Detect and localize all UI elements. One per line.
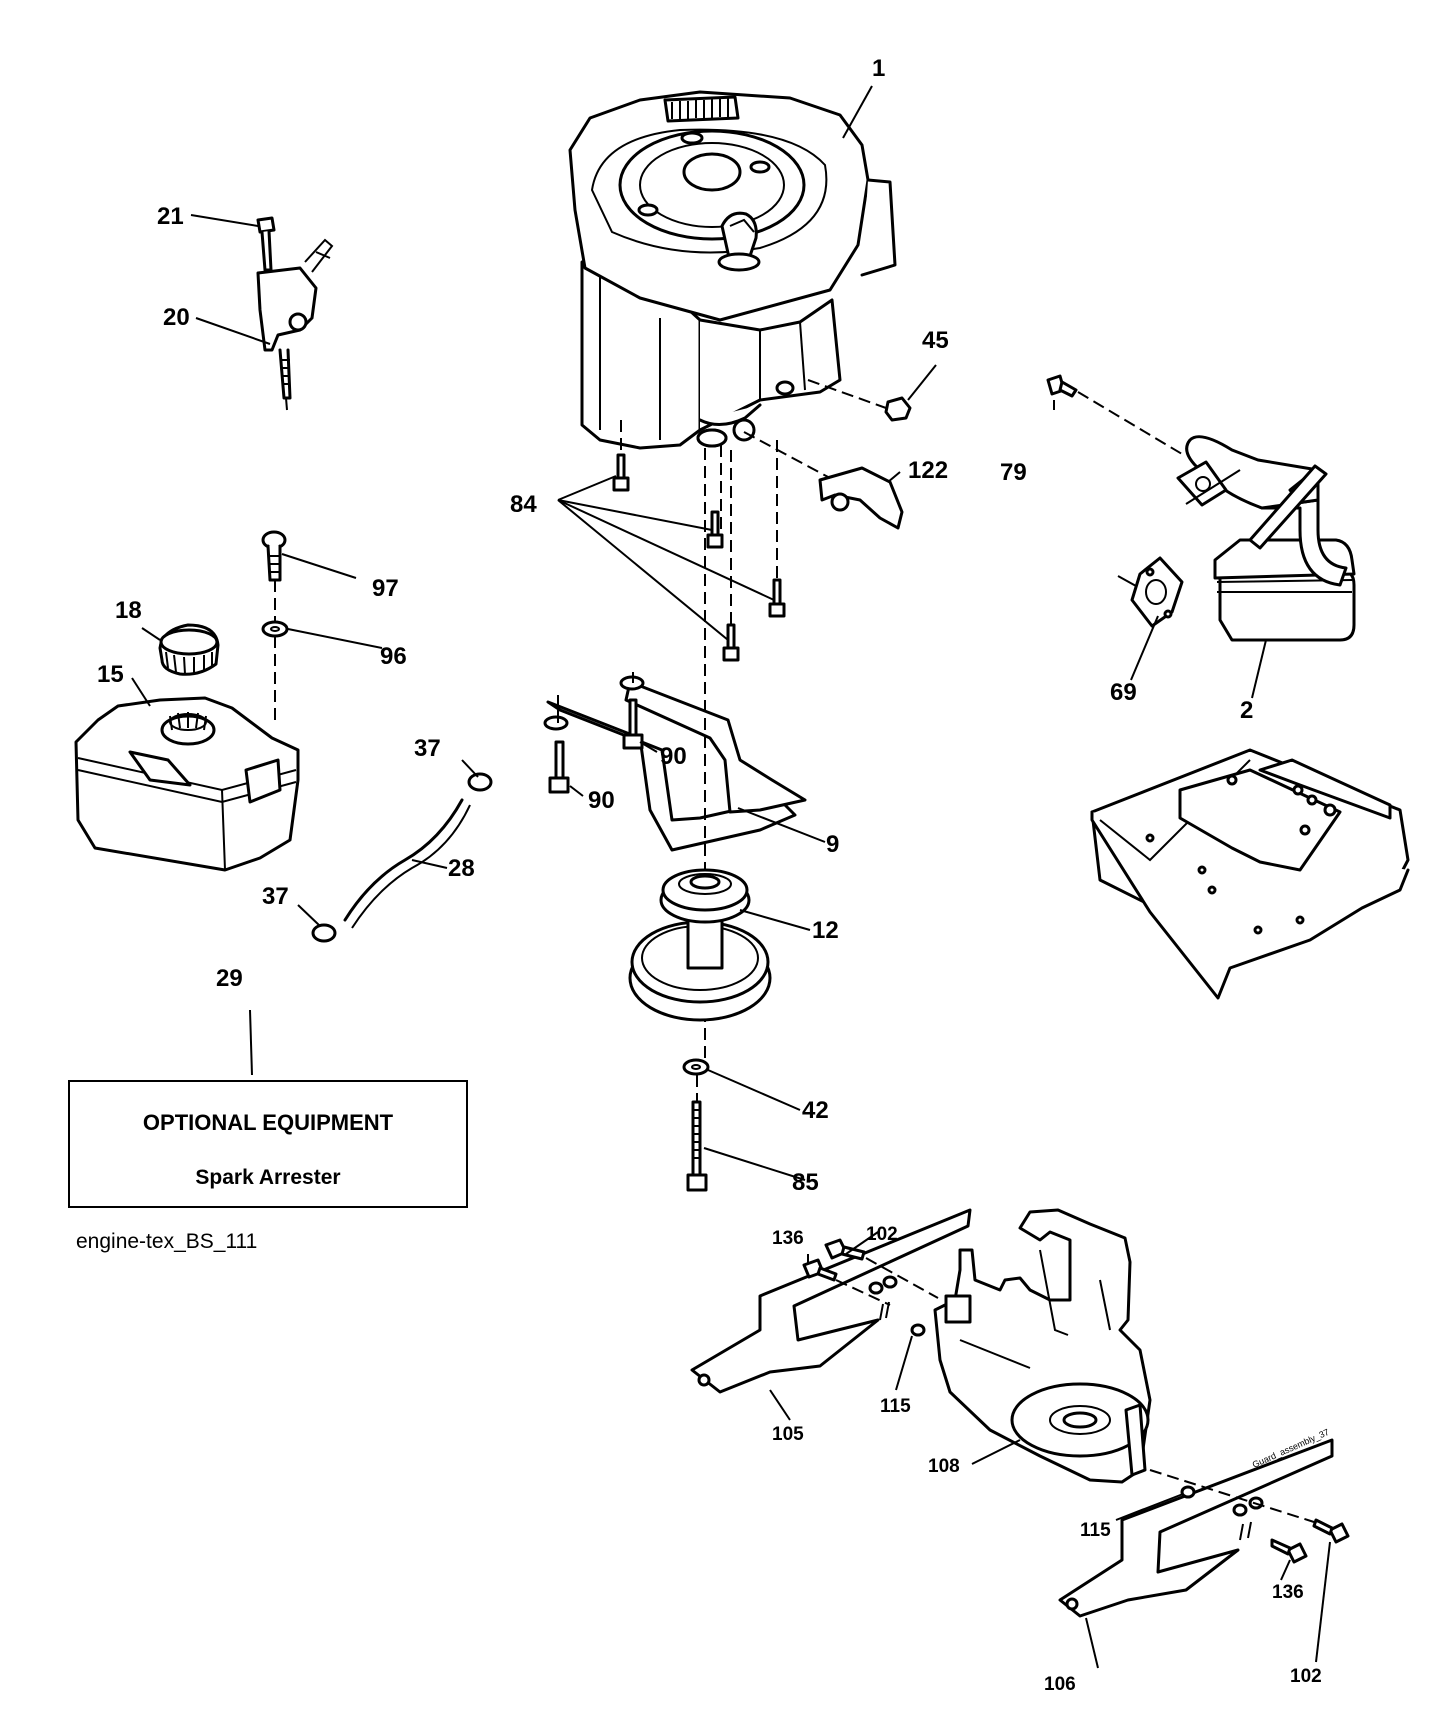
bolt-84-d (722, 623, 740, 662)
engine (568, 90, 897, 450)
fuel-clamp-upper (467, 772, 493, 792)
chassis-plate (1090, 748, 1410, 1000)
exhaust-gasket (1130, 556, 1184, 628)
label-part-97: 97 (372, 575, 399, 602)
label-part-122: 122 (908, 457, 948, 484)
label-part-96: 96 (380, 643, 407, 670)
label-part-1: 1 (872, 55, 885, 82)
optional-equipment-box: OPTIONAL EQUIPMENT Spark Arrester (68, 1080, 468, 1208)
engine-shaft-boss (696, 428, 728, 448)
bolt-84-b (706, 510, 724, 549)
fuel-tank (74, 696, 300, 872)
label-part-115-lower: 115 (1080, 1520, 1111, 1541)
washer-115-lower (1180, 1485, 1196, 1499)
fuel-cap (158, 623, 220, 676)
label-part-9: 9 (826, 831, 839, 858)
label-part-15: 15 (97, 661, 124, 688)
label-part-20: 20 (163, 304, 190, 331)
bolt-136-upper (802, 1258, 838, 1282)
bolt-102-upper (824, 1238, 866, 1261)
bolt-84-a (612, 453, 630, 492)
label-part-79: 79 (1000, 459, 1027, 486)
label-part-84: 84 (510, 491, 537, 518)
label-part-106: 106 (1044, 1674, 1076, 1695)
bracket-105 (690, 1208, 972, 1394)
label-part-115-upper: 115 (880, 1396, 911, 1417)
bolt-84-c (768, 578, 786, 618)
label-part-102-upper: 102 (866, 1224, 898, 1245)
optional-equipment-title: OPTIONAL EQUIPMENT (142, 1110, 394, 1135)
tank-screw (261, 530, 287, 582)
label-part-37-upper: 37 (414, 735, 441, 762)
fuel-clamp-lower (311, 923, 337, 943)
label-part-2: 2 (1240, 697, 1253, 724)
label-part-12: 12 (812, 917, 839, 944)
label-part-105: 105 (772, 1424, 804, 1445)
fuel-line (343, 798, 464, 922)
label-part-90-lower: 90 (588, 787, 615, 814)
bolt-90-lower (548, 740, 570, 794)
engine-pulley (628, 868, 772, 1022)
label-part-18: 18 (115, 597, 142, 624)
bracket-106 (1058, 1438, 1334, 1618)
throttle-bracket (256, 216, 334, 411)
muffler (1176, 435, 1356, 642)
label-part-69: 69 (1110, 679, 1137, 706)
label-part-108: 108 (928, 1456, 960, 1477)
label-part-136-lower: 136 (1272, 1582, 1304, 1603)
label-part-102-lower: 102 (1290, 1666, 1322, 1687)
optional-equipment-item: Spark Arrester (195, 1166, 341, 1189)
label-part-90-upper: 90 (660, 743, 687, 770)
bolt-90-upper (622, 698, 644, 750)
tank-washer (261, 620, 289, 638)
pulley-washer (682, 1058, 710, 1076)
label-part-29: 29 (216, 965, 243, 992)
pulley-bolt (686, 1100, 708, 1192)
label-part-136-upper: 136 (772, 1228, 804, 1249)
bolt-102-lower (1312, 1518, 1350, 1544)
engine-mount-bracket (543, 672, 807, 852)
label-part-45: 45 (922, 327, 949, 354)
label-part-37-lower: 37 (262, 883, 289, 910)
label-part-28: 28 (448, 855, 475, 882)
label-part-21: 21 (157, 203, 184, 230)
deflector-guard-108 (933, 1208, 1152, 1484)
label-part-42: 42 (802, 1097, 829, 1124)
muffler-screw (1046, 374, 1078, 398)
heat-shield (818, 466, 904, 530)
bolt-136-lower (1270, 1538, 1308, 1564)
washer-115-upper (910, 1323, 926, 1337)
leader-lines (131, 85, 1331, 1669)
diagram-id: engine-tex_BS_111 (76, 1230, 258, 1253)
nut-45 (884, 396, 912, 422)
label-part-85: 85 (792, 1169, 819, 1196)
